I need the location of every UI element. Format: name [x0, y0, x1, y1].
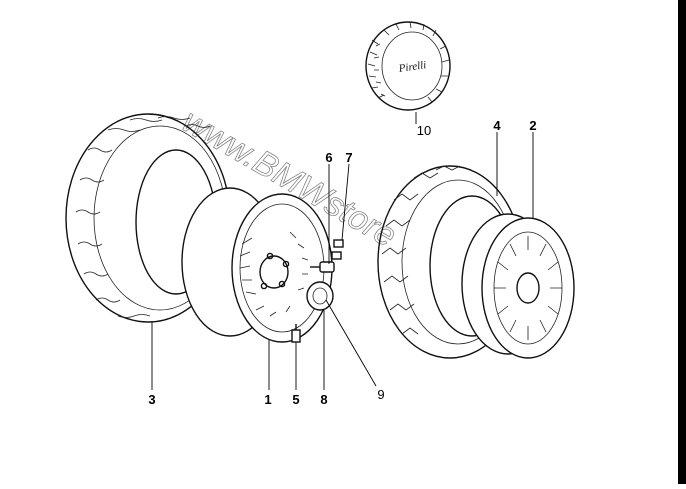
callout-3: 3: [148, 392, 155, 407]
small-parts: [291, 239, 344, 343]
callout-1: 1: [264, 392, 271, 407]
edge-border: [678, 0, 686, 484]
callout-5: 5: [292, 392, 299, 407]
callout-10: 10: [417, 123, 431, 138]
callout-2: 2: [529, 118, 536, 133]
callout-9: 9: [377, 387, 384, 402]
callout-8: 8: [320, 392, 327, 407]
leader-lines: [151, 112, 534, 390]
callout-6: 6: [325, 150, 332, 165]
rim-illustration: [181, 187, 333, 343]
snow-tire-illustration: Pirelli: [365, 21, 451, 111]
callout-7: 7: [345, 150, 352, 165]
callout-4: 4: [493, 118, 501, 133]
snow-tire-logo: Pirelli: [397, 59, 427, 75]
alloy-rim-illustration: [461, 213, 575, 359]
